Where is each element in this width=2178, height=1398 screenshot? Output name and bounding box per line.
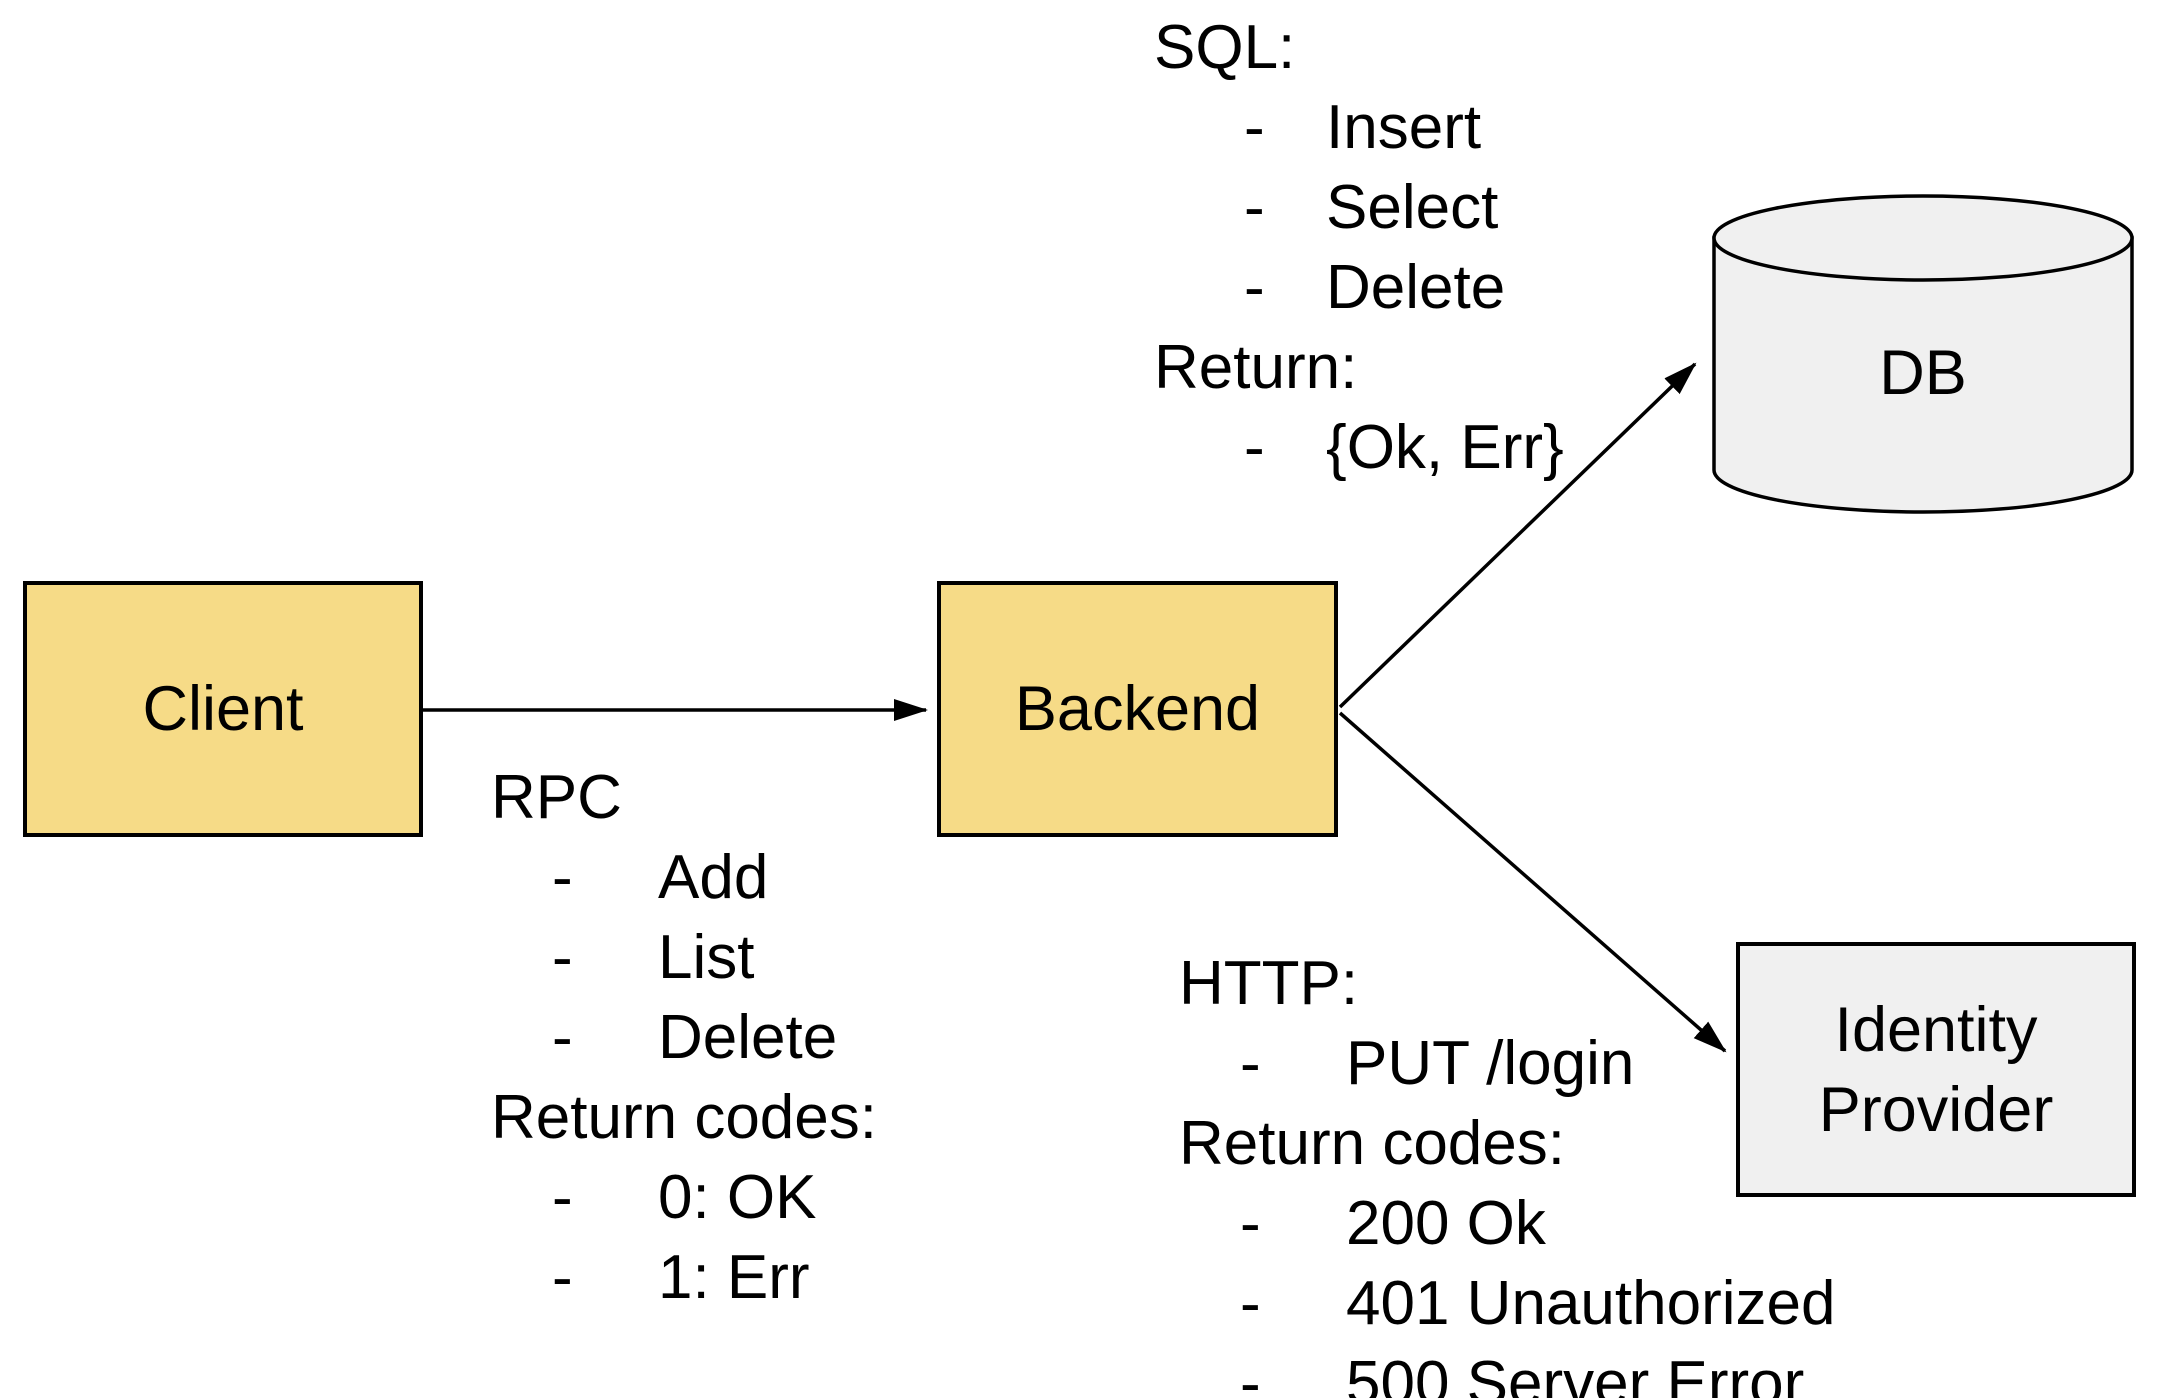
sql-return-heading: Return: [1154, 333, 1358, 402]
rpc-item: - Delete [491, 998, 877, 1078]
node-backend: Backend [937, 581, 1338, 837]
sql-item-text: Delete [1326, 253, 1506, 322]
sql-heading: SQL: [1154, 13, 1296, 82]
rpc-return-heading: Return codes: [491, 1083, 877, 1152]
http-item: - PUT /login [1179, 1024, 1634, 1104]
bullet-dash: - [552, 1243, 573, 1312]
bullet-dash: - [552, 843, 573, 912]
rpc-return-item-text: 0: OK [658, 1163, 817, 1232]
rpc-return-item: - 1: Err [491, 1238, 877, 1318]
sql-return-item-text: {Ok, Err} [1326, 413, 1564, 482]
http-return-item-text: 200 Ok [1346, 1189, 1546, 1258]
rpc-item: - List [491, 918, 877, 998]
rpc-annotation: RPC - Add - List - Delete Return codes: … [491, 758, 877, 1318]
http-return-heading: Return codes: [1179, 1109, 1565, 1178]
http-heading: HTTP: [1179, 949, 1359, 1018]
arrow-backend-db [1338, 362, 1697, 709]
rpc-item: - Add [491, 838, 877, 918]
http-return-item: - 401 Unauthorized [1179, 1264, 1835, 1344]
bullet-dash: - [1240, 1349, 1261, 1398]
sql-item-text: Select [1326, 173, 1499, 242]
rpc-return-item: - 0: OK [491, 1158, 877, 1238]
sql-item: - Select [1154, 168, 1498, 248]
node-client: Client [23, 581, 423, 837]
node-identity-provider-label: Identity Provider [1818, 994, 2054, 1145]
node-identity-provider: Identity Provider [1736, 942, 2136, 1197]
rpc-return-item-text: 1: Err [658, 1243, 810, 1312]
http-annotation: HTTP: - PUT /login Return codes: - 200 O… [1179, 944, 1835, 1398]
sql-item-text: Insert [1326, 93, 1482, 162]
sql-annotation: SQL: - Insert - Select - Delete Return: … [1154, 8, 1564, 488]
bullet-dash: - [552, 1003, 573, 1072]
bullet-dash: - [1244, 93, 1265, 162]
bullet-dash: - [1240, 1269, 1261, 1338]
db-cylinder-shape [1712, 194, 2134, 514]
http-return-item-text: 401 Unauthorized [1346, 1269, 1836, 1338]
bullet-dash: - [1244, 253, 1265, 322]
sql-item: - Insert [1154, 88, 1481, 168]
sql-return-item: - {Ok, Err} [1154, 408, 1564, 488]
arrow-backend-identity-provider [1338, 711, 1727, 1053]
node-db: DB [1710, 193, 2136, 515]
rpc-item-text: Delete [658, 1003, 838, 1072]
bullet-dash: - [552, 1163, 573, 1232]
http-item-text: PUT /login [1346, 1029, 1635, 1098]
rpc-heading: RPC [491, 763, 622, 832]
bullet-dash: - [552, 923, 573, 992]
http-return-item: - 500 Server Error [1179, 1344, 1804, 1398]
rpc-item-text: Add [658, 843, 769, 912]
rpc-item-text: List [658, 923, 755, 992]
bullet-dash: - [1244, 413, 1265, 482]
node-backend-label: Backend [1014, 674, 1261, 744]
node-db-label: DB [1879, 338, 1967, 408]
sql-item: - Delete [1154, 248, 1505, 328]
http-return-item: - 200 Ok [1179, 1184, 1565, 1264]
http-return-item-text: 500 Server Error [1346, 1349, 1805, 1398]
node-client-label: Client [142, 674, 304, 744]
bullet-dash: - [1240, 1189, 1261, 1258]
bullet-dash: - [1244, 173, 1265, 242]
bullet-dash: - [1240, 1029, 1261, 1098]
